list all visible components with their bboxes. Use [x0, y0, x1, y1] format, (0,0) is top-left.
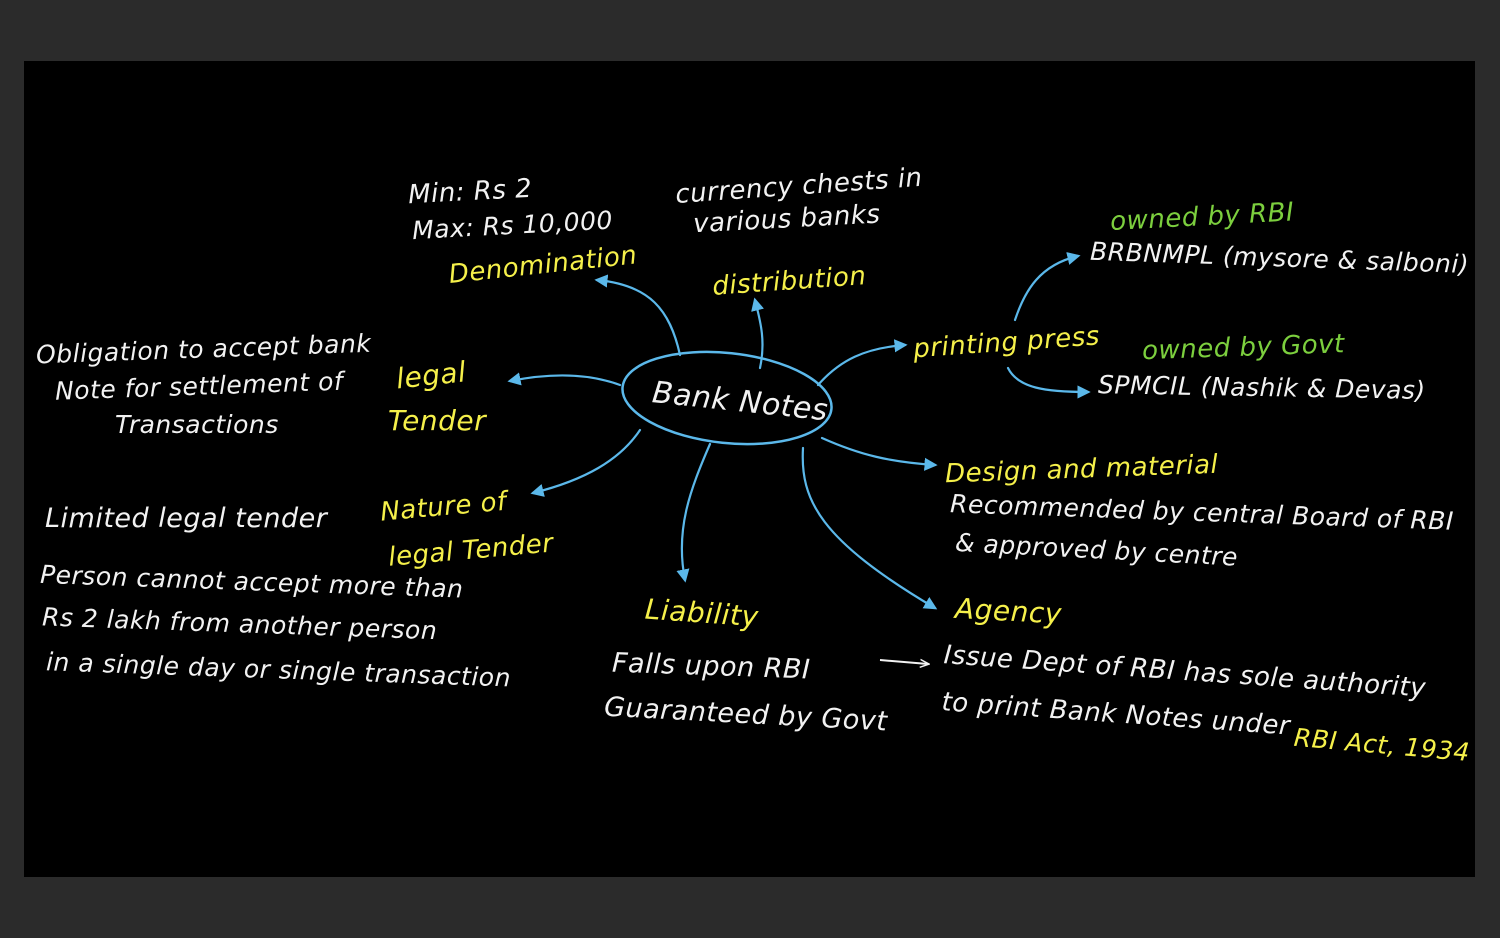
- distribution-label: distribution: [711, 261, 867, 302]
- legal-tender-label-1: legal: [395, 355, 468, 395]
- printing-press-label: printing press: [911, 321, 1100, 364]
- design-label: Design and material: [945, 450, 1219, 490]
- blackboard-canvas: [24, 61, 1475, 877]
- denomination-max: Max: Rs 10,000: [411, 206, 613, 245]
- nature-label-1: Nature of: [379, 486, 511, 527]
- arrow-to-denomination: [594, 274, 682, 357]
- arrow-to-printing-press: [816, 339, 908, 387]
- govt-press: SPMCIL (Nashik & Devas): [1098, 370, 1426, 405]
- center-ellipse: [621, 350, 833, 446]
- legal-tender-note-3: Transactions: [115, 410, 279, 439]
- liability-note-2: Guaranteed by Govt: [603, 692, 889, 738]
- arrow-to-design: [820, 436, 938, 471]
- design-note-1: Recommended by central Board of RBI: [950, 489, 1455, 536]
- legal-tender-note-1: Obligation to accept bank: [36, 329, 373, 370]
- legal-tender-label-2: Tender: [388, 404, 487, 437]
- liability-label: Liability: [644, 593, 760, 634]
- nature-note-title: Limited legal tender: [45, 503, 329, 534]
- agency-label: Agency: [952, 592, 1062, 631]
- arrow-to-agency: [801, 446, 938, 610]
- denomination-min: Min: Rs 2: [407, 174, 532, 210]
- arrow-to-rbi-press: [1013, 252, 1081, 322]
- arrow-to-govt-press: [1006, 366, 1091, 399]
- legal-tender-note-2: Note for settlement of: [55, 367, 347, 406]
- arrow-to-agency-note: [879, 660, 928, 664]
- center-label: Bank Notes: [651, 375, 830, 428]
- owner-govt: owned by Govt: [1142, 329, 1346, 366]
- rbi-press: BRBNMPL (mysore & salboni): [1090, 237, 1470, 279]
- agency-note-2: to print Bank Notes under: [941, 687, 1293, 741]
- nature-note-2: Rs 2 lakh from another person: [42, 602, 438, 645]
- design-note-2: & approved by centre: [954, 528, 1238, 572]
- liability-note-1: Falls upon RBI: [612, 648, 811, 686]
- arrow-to-liability: [676, 442, 712, 583]
- arrow-to-legal-tender: [507, 372, 622, 387]
- arrow-to-distribution: [751, 297, 764, 370]
- nature-label-2: legal Tender: [387, 528, 556, 572]
- agency-act: RBI Act, 1934: [1293, 723, 1471, 767]
- nature-note-3: in a single day or single transaction: [46, 647, 512, 692]
- arrow-to-nature: [530, 428, 642, 497]
- owner-rbi: owned by RBI: [1109, 197, 1294, 237]
